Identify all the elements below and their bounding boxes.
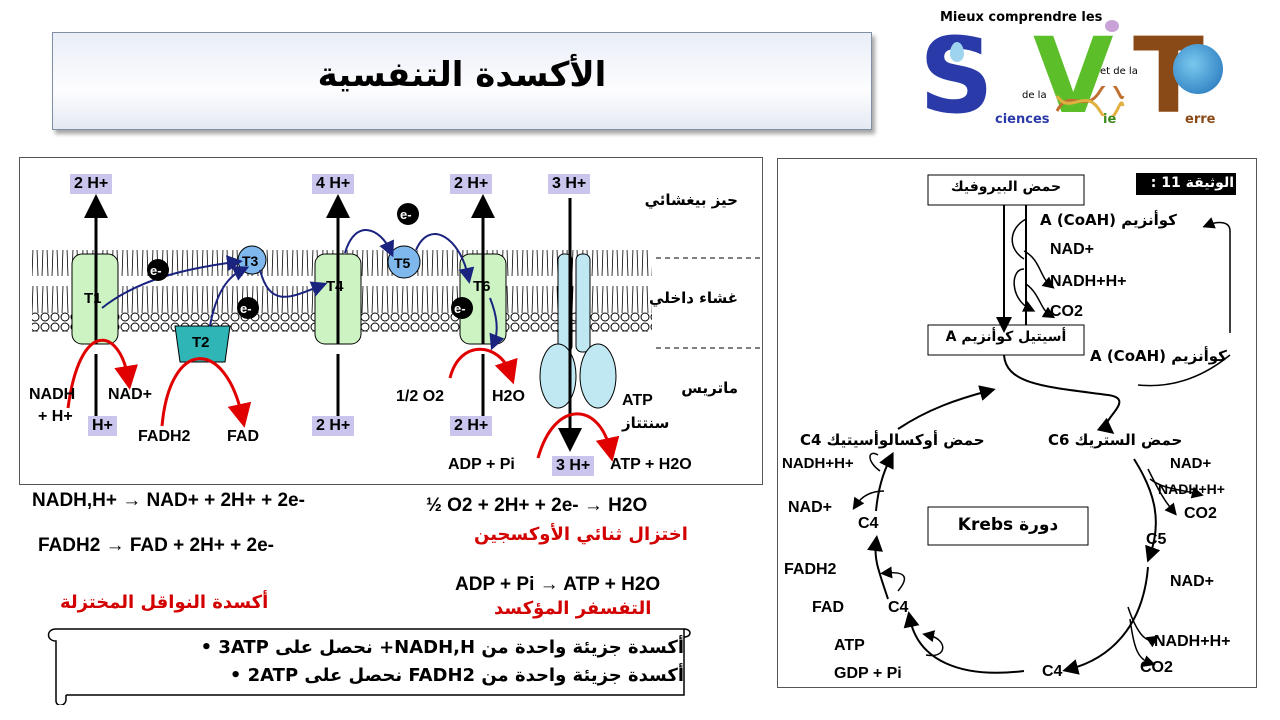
region-matrix: ماتريس	[681, 379, 738, 397]
electron-label: e-	[400, 207, 412, 222]
proton-box: 3 H+	[548, 174, 591, 194]
c4-label: C4	[858, 515, 879, 532]
pyruvate-label: حمض البيروفيك	[950, 179, 1062, 195]
bullet-item: أكسدة جزيئة واحدة من FADH2 نحصل على 2ATP…	[229, 665, 684, 686]
doc-label: الوثيقة 11 :	[1150, 175, 1234, 191]
proton-box: 2 H+	[450, 416, 493, 436]
coa-out-label: كوأنزيم A (CoAH)	[1090, 347, 1227, 365]
cycle-nad-label-3: NAD+	[788, 499, 833, 516]
fad-label: FAD	[812, 599, 844, 616]
proton-box: 2 H+	[312, 416, 355, 436]
nadh-label: NADH+H+	[1050, 273, 1127, 290]
c5-label: C5	[1146, 531, 1167, 548]
bullet-item: أكسدة جزيئة واحدة من NADH,H+ نحصل على 3A…	[200, 637, 684, 658]
logo-de-la: de la	[1022, 90, 1047, 101]
electron-label: e-	[150, 263, 162, 278]
acetyl-label: أسيتيل كوأنزيم A	[945, 329, 1067, 345]
c4-label: C4	[888, 599, 909, 616]
krebs-drawing	[852, 173, 1236, 675]
atp-synthase-head-right	[579, 343, 617, 409]
gdp-pi-label: GDP + Pi	[834, 665, 902, 682]
membrane-diagram: e- e- e- e- T1 T2 T3 T4 T5 T6 2 H+ 4 H+ …	[19, 157, 763, 485]
logo-word-sciences: ciences	[995, 112, 1050, 127]
coa-in-label: كوأنزيم A (CoAH)	[1040, 211, 1177, 229]
atp-label: ATP	[834, 637, 865, 654]
electron-icon	[451, 297, 473, 319]
complex-t6-label: T6	[473, 278, 491, 295]
nad-plus-label: NAD+	[108, 386, 153, 403]
cycle-nad-label: NAD+	[1170, 455, 1212, 472]
h-plus-label: + H+	[38, 408, 73, 425]
oxalo-label: حمض أوكسالوأسيتيك C4	[800, 431, 985, 449]
electron-icon	[147, 259, 169, 281]
nad-label: NAD+	[1050, 241, 1095, 258]
proton-box: 3 H+	[552, 456, 595, 476]
proton-box: 4 H+	[312, 174, 355, 194]
butterfly-icon	[1105, 20, 1119, 32]
krebs-name-box	[927, 506, 1089, 546]
adp-pi-label: ADP + Pi	[448, 456, 515, 473]
logo-tagline: Mieux comprendre les	[940, 10, 1103, 25]
nadh-label: NADH	[29, 386, 76, 403]
dna-icon	[1055, 86, 1125, 116]
atp-synthase-head-left	[539, 343, 577, 409]
atp-synthase-stalk-right	[575, 253, 591, 353]
cycle-nad-label-2: NAD+	[1170, 573, 1215, 590]
co2-label: CO2	[1050, 303, 1083, 320]
electron-label: e-	[454, 301, 466, 316]
logo-word-terre: erre	[1185, 112, 1216, 127]
logo-letter-s: S	[919, 15, 994, 137]
complex-t5-label: T5	[394, 255, 411, 271]
summary-scroll: أكسدة جزيئة واحدة من NADH,H+ نحصل على 3A…	[44, 623, 692, 705]
proton-box: 2 H+	[70, 174, 113, 194]
cycle-nadh-label: NADH+H+	[1158, 481, 1225, 497]
doc-label-box	[1136, 173, 1236, 195]
electron-label: e-	[240, 301, 252, 316]
cycle-nadh-label-2: NADH+H+	[1154, 633, 1231, 650]
atp-caption: التفسفر المؤكسد	[494, 598, 652, 619]
c4-label: C4	[1042, 663, 1063, 680]
complex-t2	[174, 325, 231, 363]
fadh2-label: FADH2	[784, 561, 837, 578]
oxygen-equation: ½ O2 + 2H+ + 2e- → H2O	[426, 495, 648, 516]
fad-label: FAD	[227, 428, 259, 445]
page-title: الأكسدة التنفسية	[317, 55, 607, 95]
title-banner: الأكسدة التنفسية	[52, 32, 872, 130]
krebs-diagram: الوثيقة 11 : حمض البيروفيك كوأنزيم A (Co…	[777, 158, 1257, 688]
membrane-drawing: e- e- e- e- T1 T2 T3 T4 T5 T6	[32, 194, 762, 462]
region-intermembrane: حيز بيغشائي	[644, 191, 738, 209]
cycle-co2-label: CO2	[1184, 505, 1217, 522]
complex-t4-label: T4	[326, 278, 344, 295]
scroll-frame	[47, 628, 691, 705]
water-drop-icon	[950, 42, 964, 62]
logo-et-de-la: et de la	[1100, 66, 1138, 77]
region-inner-membrane: غشاء داخلي	[649, 289, 738, 307]
complex-t2-label: T2	[192, 334, 210, 351]
complex-t1-label: T1	[84, 290, 102, 307]
krebs-name-label: دورة Krebs	[957, 515, 1059, 535]
complex-t5	[387, 245, 421, 279]
nadh-equation: NADH,H+ → NAD+ + 2H+ + 2e-	[32, 490, 305, 511]
complex-t3-label: T3	[242, 253, 259, 269]
cycle-co2-label-2: CO2	[1140, 659, 1173, 676]
electron-icon	[237, 297, 259, 319]
h2o-label: H2O	[492, 388, 525, 405]
atp-equation: ADP + Pi → ATP + H2O	[455, 574, 661, 595]
half-o2-label: 1/2 O2	[396, 388, 445, 405]
fadh2-label: FADH2	[138, 428, 191, 445]
citric-label: حمض الستريك C6	[1048, 431, 1183, 449]
carriers-caption: أكسدة النواقل المختزلة	[60, 592, 269, 613]
svt-logo: Mieux comprendre les S ciences de la V i…	[915, 8, 1235, 148]
atp-label: ATP	[622, 392, 653, 409]
oxygen-caption: اختزال ثنائي الأوكسجين	[474, 524, 688, 545]
proton-box: 2 H+	[450, 174, 493, 194]
globe-icon	[1173, 44, 1223, 94]
pyruvate-box	[927, 174, 1085, 206]
cycle-nadh-label-3: NADH+H+	[782, 455, 854, 472]
proton-box: H+	[88, 416, 117, 436]
synthase-label: سنتتاز	[622, 414, 670, 432]
fadh2-equation: FADH2 → FAD + 2H+ + 2e-	[38, 535, 274, 556]
atp-h2o-label: ATP + H2O	[610, 456, 692, 473]
electron-icon	[397, 203, 419, 225]
